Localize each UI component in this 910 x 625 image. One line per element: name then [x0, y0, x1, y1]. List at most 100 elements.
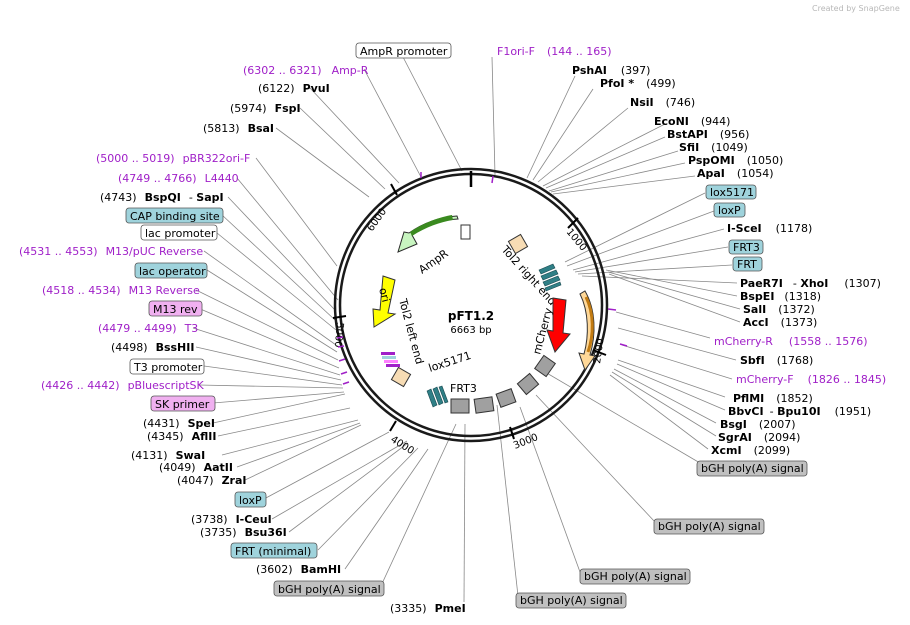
ampr-shaded-arrow — [410, 215, 453, 236]
box-m13-rev: M13 rev — [148, 300, 203, 317]
label-i-scei: I-SceI(1178) — [727, 222, 812, 235]
label-spei: (4431)SpeI — [143, 417, 215, 430]
label-acci: AccI(1373) — [743, 316, 817, 329]
label-bbvci: BbvCI- Bpu10I(1951) — [728, 405, 871, 418]
scale-ticks — [332, 183, 607, 440]
bgh-block-1 — [533, 354, 557, 378]
box-ampr-promoter: AmpR promoter — [355, 42, 452, 59]
label-xcmi: XcmI(2099) — [711, 444, 790, 457]
label-bsai: (5813)BsaI — [203, 122, 274, 135]
label-bspei: BspEI(1318) — [740, 290, 821, 303]
svg-text:lox5171: lox5171 — [710, 186, 754, 199]
label-sali: SalI(1372) — [743, 303, 815, 316]
label-f1ori-f: F1ori-F(144 .. 165) — [497, 45, 612, 58]
box-bgh-4: bGH poly(A) signal — [515, 592, 627, 609]
ampr-label: AmpR — [416, 247, 451, 277]
label-pvui: (6122)PvuI — [258, 82, 330, 95]
plasmid-backbone — [333, 167, 609, 443]
box-frt-minimal: FRT (minimal) — [230, 542, 318, 559]
right-labels: F1ori-F(144 .. 165) PshAI(397) PfoI *(49… — [497, 45, 886, 609]
label-pspomi: PspOMI(1050) — [688, 154, 783, 167]
box-t3-promoter: T3 promoter — [129, 358, 205, 375]
svg-text:bGH poly(A) signal: bGH poly(A) signal — [584, 570, 687, 583]
label-bsshii: (4498)BssHII — [111, 341, 194, 354]
box-bgh-1: bGH poly(A) signal — [696, 460, 808, 477]
box-bgh-3: bGH poly(A) signal — [579, 568, 691, 585]
label-i-ceui: (3738)I-CeuI — [191, 513, 272, 526]
svg-text:bGH poly(A) signal: bGH poly(A) signal — [278, 583, 381, 596]
svg-text:lac promoter: lac promoter — [145, 227, 216, 240]
orange-shaded — [584, 296, 594, 353]
label-paer7i: PaeR7I- XhoI(1307) — [740, 277, 881, 290]
primer-marks — [336, 172, 628, 385]
svg-text:lac operator: lac operator — [139, 265, 206, 278]
lox-frt-right — [538, 263, 562, 292]
label-econi: EcoNI(944) — [654, 115, 730, 128]
tick-label-2000: 2000 — [592, 338, 606, 365]
box-bgh-2: bGH poly(A) signal — [653, 518, 765, 535]
label-fspi: (5974)FspI — [230, 102, 301, 115]
tick-label-5000: 5000 — [332, 322, 345, 348]
box-loxp-left: loxP — [234, 491, 267, 508]
bgh-block-4 — [473, 396, 495, 414]
ampr-promoter-box — [460, 224, 471, 240]
label-swai: (4131)SwaI — [131, 449, 205, 462]
label-t3: (4479 .. 4499)T3 — [98, 322, 198, 335]
label-mcherry-r: mCherry-R(1558 .. 1576) — [714, 335, 867, 348]
label-l4440: (4749 .. 4766)L4440 — [118, 172, 239, 185]
bgh-block-3 — [495, 388, 517, 408]
svg-text:M13 rev: M13 rev — [153, 303, 198, 316]
plasmid-center: pFT1.2 6663 bp — [448, 309, 494, 336]
tol2-left-label: Tol2 left end — [396, 296, 426, 365]
frt3-inner-label: FRT3 — [450, 382, 477, 395]
box-bgh-left: bGH poly(A) signal — [273, 580, 385, 597]
label-bsgi: BsgI(2007) — [720, 418, 795, 431]
label-m13-puc-reverse: (4531 .. 4553)M13/pUC Reverse — [19, 245, 203, 258]
svg-text:FRT3: FRT3 — [733, 241, 760, 254]
brand-text: Created by SnapGene — [812, 4, 900, 13]
ampr-feature — [397, 215, 459, 253]
label-bspqi: (4743)BspQI- SapI — [100, 191, 224, 204]
mcherry-feature — [546, 297, 571, 353]
label-pbr322ori-f: (5000 .. 5019)pBR322ori-F — [96, 152, 250, 165]
tol2-right-box — [507, 233, 529, 255]
label-pflmi: PflMI(1852) — [733, 392, 813, 405]
tol2-left-box — [390, 366, 412, 388]
svg-text:SK primer: SK primer — [155, 398, 210, 411]
tick-label-4000: 4000 — [388, 434, 415, 457]
svg-text:T3 promoter: T3 promoter — [133, 361, 203, 374]
label-bsu36i: (3735)Bsu36I — [200, 526, 287, 539]
box-lac-operator: lac operator — [134, 262, 208, 279]
tick-label-6000: 6000 — [365, 207, 389, 234]
label-aflii: (4345)AflII — [147, 430, 216, 443]
box-lox5171: lox5171 — [705, 184, 757, 200]
box-frt: FRT — [732, 256, 763, 272]
bgh-block-5 — [450, 398, 470, 414]
label-pshai: PshAI(397) — [572, 64, 650, 77]
ori-feature — [372, 275, 397, 328]
label-amp-r: (6302 .. 6321)Amp-R — [243, 64, 369, 77]
mcs-marks-left — [381, 352, 400, 367]
lox5171-inner-label: lox5171 — [427, 349, 473, 375]
label-m13-reverse: (4518 .. 4534)M13 Reverse — [42, 284, 200, 297]
svg-text:FRT: FRT — [737, 258, 757, 271]
box-frt3: FRT3 — [728, 239, 764, 255]
label-pmei: (3335)PmeI — [390, 602, 466, 615]
plasmid-name: pFT1.2 — [448, 309, 494, 323]
svg-text:bGH poly(A) signal: bGH poly(A) signal — [658, 520, 761, 533]
label-zrai: (4047)ZraI — [177, 474, 247, 487]
svg-text:CAP binding site: CAP binding site — [130, 210, 220, 223]
snapgene-brand: Created by SnapGene — [812, 4, 900, 13]
svg-text:loxP: loxP — [718, 204, 741, 217]
label-apai: ApaI(1054) — [697, 167, 773, 180]
bgh-block-2 — [516, 372, 540, 396]
label-sgrai: SgrAI(2094) — [718, 431, 800, 444]
label-bamhi: (3602)BamHI — [256, 563, 341, 576]
left-labels: AmpR promoter (6302 .. 6321)Amp-R (6122)… — [19, 42, 466, 615]
svg-text:FRT (minimal): FRT (minimal) — [235, 545, 311, 558]
label-mcherry-f: mCherry-F(1826 .. 1845) — [736, 373, 886, 386]
label-pbluescriptsk: (4426 .. 4442)pBluescriptSK — [41, 379, 205, 392]
label-nsii: NsiI(746) — [630, 96, 695, 109]
svg-text:loxP: loxP — [239, 494, 262, 507]
